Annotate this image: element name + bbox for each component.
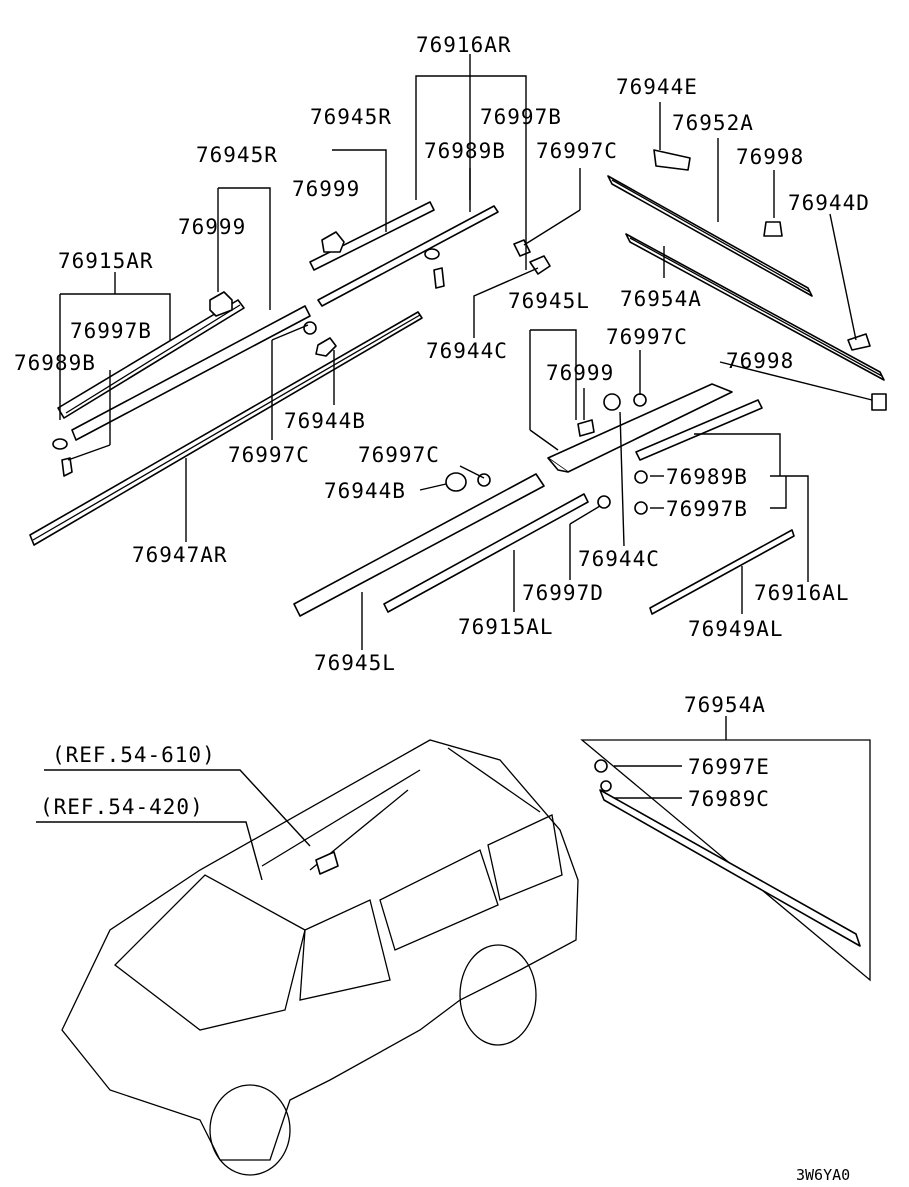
part-76999-mid-clip bbox=[577, 419, 595, 437]
part-76997C-left bbox=[303, 321, 317, 335]
label-76989B-left: 76989B bbox=[14, 351, 96, 375]
part-76915AR bbox=[57, 299, 311, 441]
part-76997D-screw bbox=[597, 495, 611, 509]
label-76944B-upper: 76944B bbox=[284, 409, 366, 433]
label-76997D: 76997D bbox=[522, 581, 604, 605]
part-76999-left-clip bbox=[209, 291, 233, 317]
label-76997C-upper: 76997C bbox=[536, 139, 618, 163]
part-76989B-left bbox=[52, 438, 73, 477]
part-76916AL-rail bbox=[635, 399, 763, 461]
part-76947AR bbox=[29, 311, 423, 546]
label-ref-54-420: (REF.54-420) bbox=[40, 795, 204, 819]
part-76944C-upper-cap bbox=[529, 255, 551, 275]
label-76945R-upper: 76945R bbox=[310, 105, 392, 129]
part-76944D bbox=[847, 333, 871, 351]
label-76989B-upper: 76989B bbox=[424, 139, 506, 163]
label-76997E: 76997E bbox=[688, 755, 770, 779]
label-76952A: 76952A bbox=[672, 111, 754, 135]
part-76944B-upper bbox=[315, 337, 337, 357]
label-76997B-upper: 76997B bbox=[480, 105, 562, 129]
label-76915AR: 76915AR bbox=[58, 249, 154, 273]
part-76949AL bbox=[649, 529, 795, 615]
label-76999-a: 76999 bbox=[292, 177, 360, 201]
part-76945L-cover bbox=[547, 383, 733, 473]
label-76997B-right: 76997B bbox=[666, 497, 748, 521]
label-ref-54-610: (REF.54-610) bbox=[52, 743, 216, 767]
part-76997B-right-screw bbox=[634, 501, 648, 515]
part-76954A-rail bbox=[625, 233, 885, 381]
part-76989B-upper-nut bbox=[424, 248, 440, 260]
label-76989C: 76989C bbox=[688, 787, 770, 811]
label-76944C-lower: 76944C bbox=[578, 547, 660, 571]
label-76944C-mid: 76944C bbox=[426, 339, 508, 363]
label-76945L-bottom: 76945L bbox=[314, 651, 396, 675]
label-76915AL: 76915AL bbox=[458, 615, 554, 639]
diagram-code: 3W6YA0 bbox=[796, 1166, 850, 1184]
label-76998-top: 76998 bbox=[736, 145, 804, 169]
part-76944C-lower bbox=[603, 393, 621, 411]
part-76999-upper-clip bbox=[321, 231, 345, 253]
part-76997B-upper-screw bbox=[433, 267, 445, 289]
part-76916AR-rail bbox=[309, 201, 499, 307]
part-76952A-rail bbox=[607, 175, 813, 297]
label-76944E: 76944E bbox=[616, 75, 698, 99]
label-76998-right: 76998 bbox=[726, 349, 794, 373]
vehicle-outline bbox=[61, 739, 579, 1176]
label-76954A-inset: 76954A bbox=[684, 693, 766, 717]
part-76915AL-rail bbox=[383, 493, 589, 613]
label-76944D: 76944D bbox=[788, 191, 870, 215]
label-76945L-top: 76945L bbox=[508, 289, 590, 313]
label-76997C-lower: 76997C bbox=[358, 443, 440, 467]
part-76944E bbox=[653, 149, 691, 171]
part-labels: 76916AR 76945R 76997B 76989B 76997C 7694… bbox=[14, 33, 870, 1184]
label-76989B-right: 76989B bbox=[666, 465, 748, 489]
label-76997C-mid: 76997C bbox=[606, 325, 688, 349]
part-76945L-lower bbox=[293, 473, 545, 617]
label-76997C-left: 76997C bbox=[228, 443, 310, 467]
part-76998-top bbox=[763, 221, 783, 237]
part-76997C-mid bbox=[633, 393, 647, 407]
label-76949AL: 76949AL bbox=[688, 617, 784, 641]
label-76945R-left: 76945R bbox=[196, 143, 278, 167]
label-76999-c: 76999 bbox=[546, 361, 614, 385]
label-76999-b: 76999 bbox=[178, 215, 246, 239]
part-76989B-right-nut bbox=[634, 470, 648, 484]
leader-lines bbox=[36, 54, 873, 881]
part-76944B-lower bbox=[445, 472, 467, 492]
label-76916AR: 76916AR bbox=[416, 33, 512, 57]
label-76916AL: 76916AL bbox=[754, 581, 850, 605]
label-76954A: 76954A bbox=[620, 287, 702, 311]
label-76997B-left: 76997B bbox=[70, 319, 152, 343]
label-76947AR: 76947AR bbox=[132, 543, 228, 567]
part-76998-right bbox=[871, 393, 887, 411]
label-76944B-lower: 76944B bbox=[324, 479, 406, 503]
